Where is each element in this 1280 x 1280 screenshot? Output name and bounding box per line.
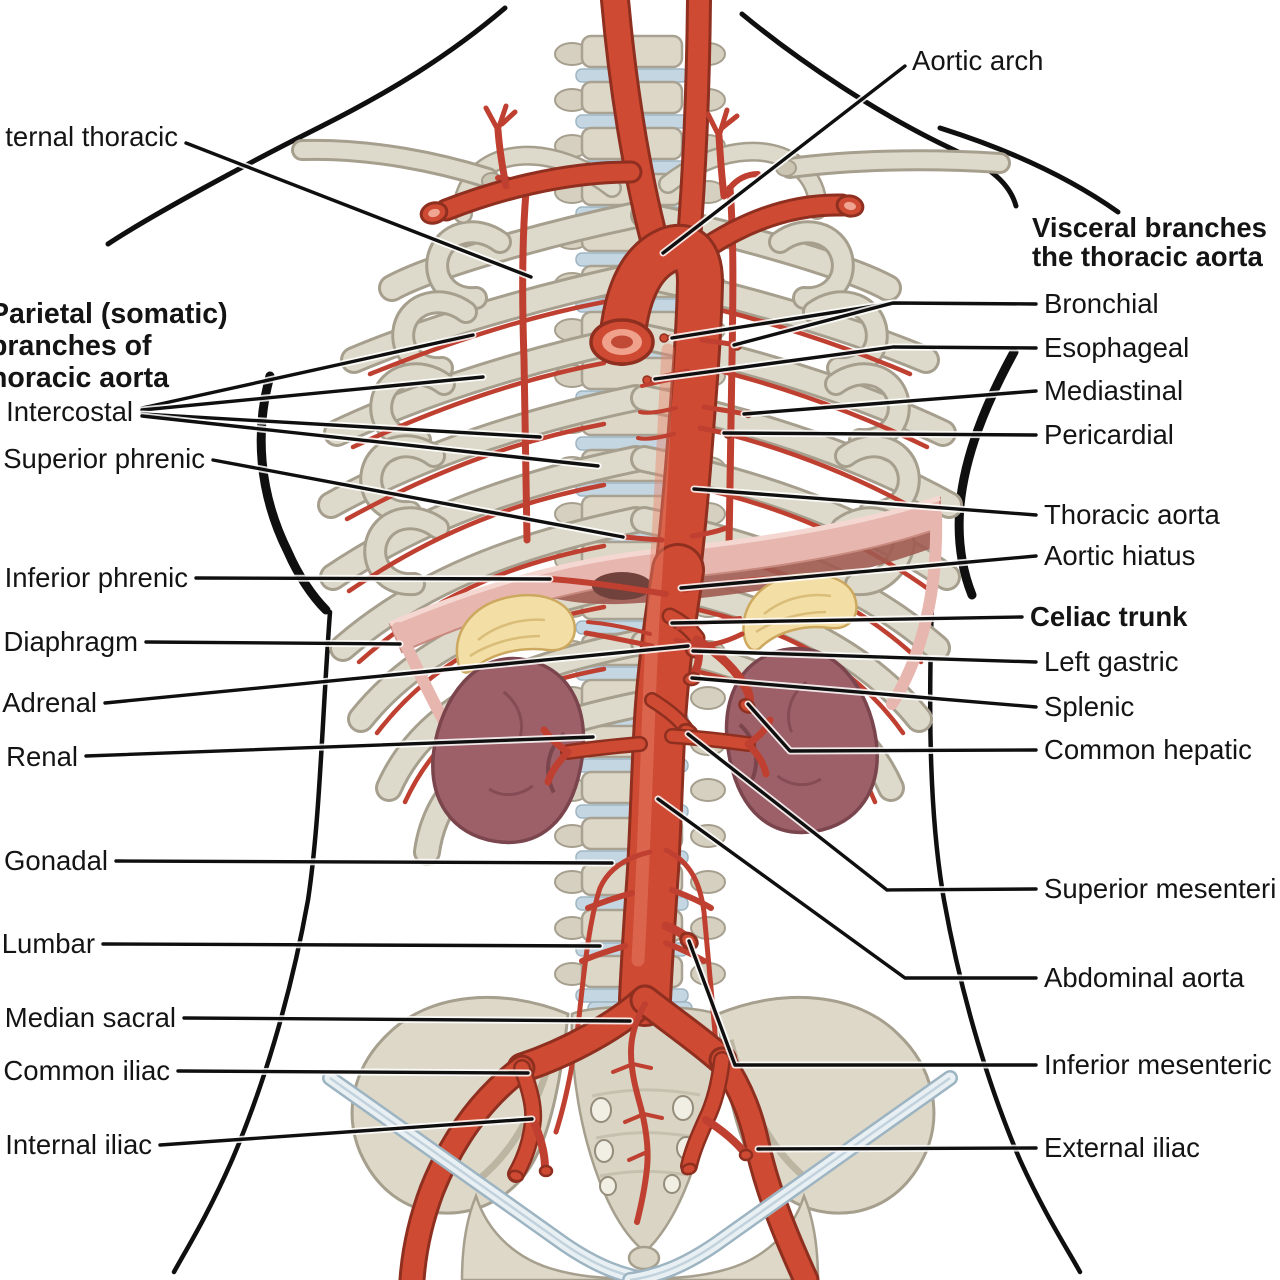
leader-inferior-mesenteric	[687, 939, 1038, 1067]
leader-bronchial-1	[732, 301, 1038, 347]
leader-intercostal	[140, 333, 475, 410]
leader-esophageal	[653, 345, 1038, 381]
coccyx	[627, 1245, 661, 1271]
leader-intercostal-2	[140, 412, 542, 439]
pelvic-ligaments	[322, 1070, 958, 1280]
kidneys	[431, 646, 879, 845]
leader-intercostal-3	[140, 414, 600, 468]
leader-median-sacral	[182, 1016, 632, 1023]
leader-external-iliac	[756, 1146, 1038, 1151]
leader-lumbar	[101, 942, 602, 948]
leader-superior-mesenteric	[686, 732, 1038, 892]
leader-left-gastric	[691, 649, 1038, 664]
leader-aortic-hiatus	[679, 554, 1038, 590]
leader-splenic	[690, 676, 1038, 709]
leader-gonadal	[114, 859, 614, 865]
leader-inferior-phrenic	[194, 576, 552, 581]
leader-casing-superior-mesenteric	[684, 730, 1040, 894]
leader-intercostal-1	[140, 375, 485, 412]
leader-common-iliac	[176, 1069, 530, 1075]
leader-diaphragm	[144, 640, 402, 646]
leader-internal-iliac	[158, 1117, 534, 1147]
leader-adrenal	[103, 644, 690, 705]
leader-abdominal-aorta	[656, 797, 1038, 980]
leader-thoracic-aorta	[692, 487, 1038, 517]
leader-aortic-arch	[661, 64, 907, 255]
leader-pericardial	[722, 431, 1038, 437]
leader-superior-phrenic	[211, 458, 625, 539]
adrenal-glands	[455, 573, 858, 674]
leader-common-hepatic	[746, 702, 1038, 753]
leader-celiac-trunk	[670, 615, 1024, 625]
leader-internal-thoracic	[184, 141, 533, 279]
leader-casing-common-hepatic	[744, 700, 1040, 755]
leader-renal	[84, 735, 595, 758]
leader-casing-inferior-mesenteric	[685, 937, 1040, 1069]
leader-mediastinal	[742, 389, 1038, 416]
